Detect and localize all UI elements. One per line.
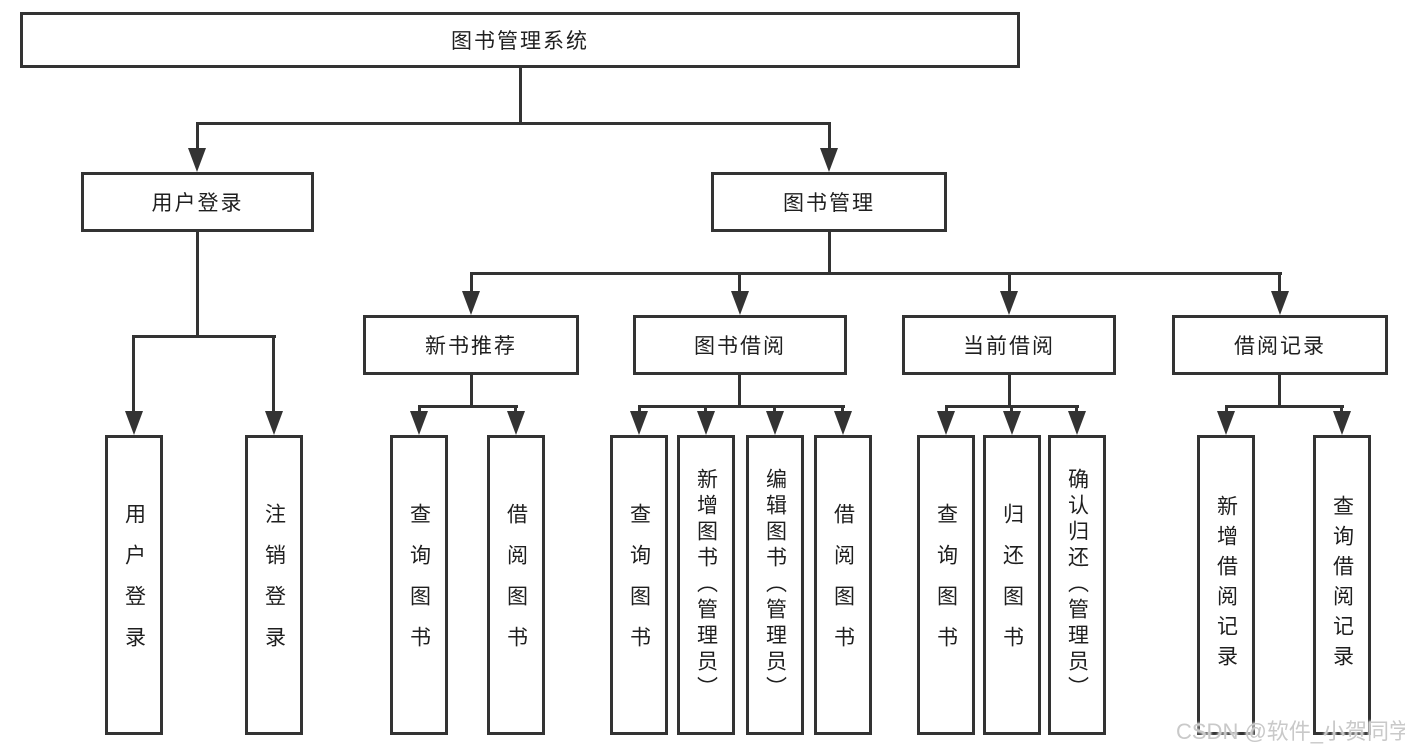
arrow-down-icon xyxy=(1271,291,1289,315)
node-label: 新增图书（管理员） xyxy=(694,468,718,702)
node-label: 图书管理 xyxy=(783,192,875,215)
connector-line xyxy=(704,405,707,413)
node-label: 图书管理系统 xyxy=(451,30,589,53)
connector-line xyxy=(196,122,831,125)
node-label: 用户登录 xyxy=(151,192,244,215)
arrow-down-icon xyxy=(731,291,749,315)
connector-line xyxy=(519,68,522,122)
connector-line xyxy=(1225,405,1228,413)
node-root-system: 图书管理系统 xyxy=(20,12,1020,68)
node-book-borrow: 图书借阅 xyxy=(633,315,847,375)
node-borrow-record: 借阅记录 xyxy=(1172,315,1388,375)
arrow-down-icon xyxy=(1000,291,1018,315)
arrow-down-icon xyxy=(834,411,852,435)
arrow-down-icon xyxy=(462,291,480,315)
leaf-borrow-add-book-admin: 新增图书（管理员） xyxy=(677,435,735,735)
node-label: 确认归还（管理员） xyxy=(1065,468,1089,702)
connector-line xyxy=(418,405,421,413)
connector-line xyxy=(132,335,276,338)
arrow-down-icon xyxy=(1003,411,1021,435)
node-label: 新增借阅记录 xyxy=(1214,495,1238,675)
node-label: 借阅图书 xyxy=(504,503,528,667)
connector-line xyxy=(418,405,518,408)
node-user-login: 用户登录 xyxy=(81,172,314,232)
node-label: 注销登录 xyxy=(262,503,286,667)
leaf-current-confirm-return-admin: 确认归还（管理员） xyxy=(1048,435,1106,735)
node-label: 编辑图书（管理员） xyxy=(763,468,787,702)
node-new-book-recommend: 新书推荐 xyxy=(363,315,579,375)
arrow-down-icon xyxy=(265,411,283,435)
connector-line xyxy=(1010,405,1013,413)
node-label: 查询借阅记录 xyxy=(1330,495,1354,675)
connector-line xyxy=(196,232,199,335)
leaf-borrow-query-book: 查询图书 xyxy=(610,435,668,735)
node-label: 用户登录 xyxy=(122,503,146,667)
node-book-management: 图书管理 xyxy=(711,172,947,232)
leaf-user-login: 用户登录 xyxy=(105,435,163,735)
leaf-current-return-book: 归还图书 xyxy=(983,435,1041,735)
connector-line xyxy=(514,405,517,413)
arrow-down-icon xyxy=(937,411,955,435)
connector-line xyxy=(470,272,1282,275)
connector-line xyxy=(1075,405,1078,413)
leaf-logout: 注销登录 xyxy=(245,435,303,735)
connector-line xyxy=(738,375,741,405)
csdn-watermark: CSDN @软件_小贺同学 xyxy=(1176,719,1405,744)
node-label: 查询图书 xyxy=(627,503,651,667)
connector-line xyxy=(638,405,845,408)
connector-line xyxy=(1225,405,1344,408)
connector-line xyxy=(272,335,275,413)
arrow-down-icon xyxy=(697,411,715,435)
leaf-record-query-borrow-record: 查询借阅记录 xyxy=(1313,435,1371,735)
connector-line xyxy=(945,405,948,413)
connector-line xyxy=(132,335,135,413)
arrow-down-icon xyxy=(630,411,648,435)
arrow-down-icon xyxy=(507,411,525,435)
connector-line xyxy=(1278,375,1281,405)
node-label: 当前借阅 xyxy=(963,335,1055,358)
node-label: 归还图书 xyxy=(1000,503,1024,667)
connector-line xyxy=(841,405,844,413)
leaf-borrow-edit-book-admin: 编辑图书（管理员） xyxy=(746,435,804,735)
connector-line xyxy=(1008,272,1011,293)
connector-line xyxy=(638,405,641,413)
connector-line xyxy=(1008,375,1011,405)
node-label: 借阅记录 xyxy=(1234,335,1326,358)
connector-line xyxy=(828,232,831,272)
connector-line xyxy=(738,272,741,293)
node-current-borrow: 当前借阅 xyxy=(902,315,1116,375)
connector-line xyxy=(773,405,776,413)
leaf-newbook-query-book: 查询图书 xyxy=(390,435,448,735)
arrow-down-icon xyxy=(1217,411,1235,435)
connector-line xyxy=(196,122,199,150)
arrow-down-icon xyxy=(766,411,784,435)
arrow-down-icon xyxy=(410,411,428,435)
node-label: 查询图书 xyxy=(407,503,431,667)
leaf-borrow-borrow-book: 借阅图书 xyxy=(814,435,872,735)
arrow-down-icon xyxy=(1068,411,1086,435)
leaf-record-add-borrow-record: 新增借阅记录 xyxy=(1197,435,1255,735)
node-label: 借阅图书 xyxy=(831,503,855,667)
arrow-down-icon xyxy=(820,148,838,172)
connector-line xyxy=(470,375,473,405)
arrow-down-icon xyxy=(125,411,143,435)
connector-line xyxy=(1278,272,1281,293)
connector-line xyxy=(470,272,473,293)
arrow-down-icon xyxy=(188,148,206,172)
node-label: 查询图书 xyxy=(934,503,958,667)
connector-line xyxy=(1340,405,1343,413)
node-label: 图书借阅 xyxy=(694,335,786,358)
node-label: 新书推荐 xyxy=(425,335,517,358)
arrow-down-icon xyxy=(1333,411,1351,435)
connector-line xyxy=(828,122,831,150)
leaf-current-query-book: 查询图书 xyxy=(917,435,975,735)
leaf-newbook-borrow-book: 借阅图书 xyxy=(487,435,545,735)
